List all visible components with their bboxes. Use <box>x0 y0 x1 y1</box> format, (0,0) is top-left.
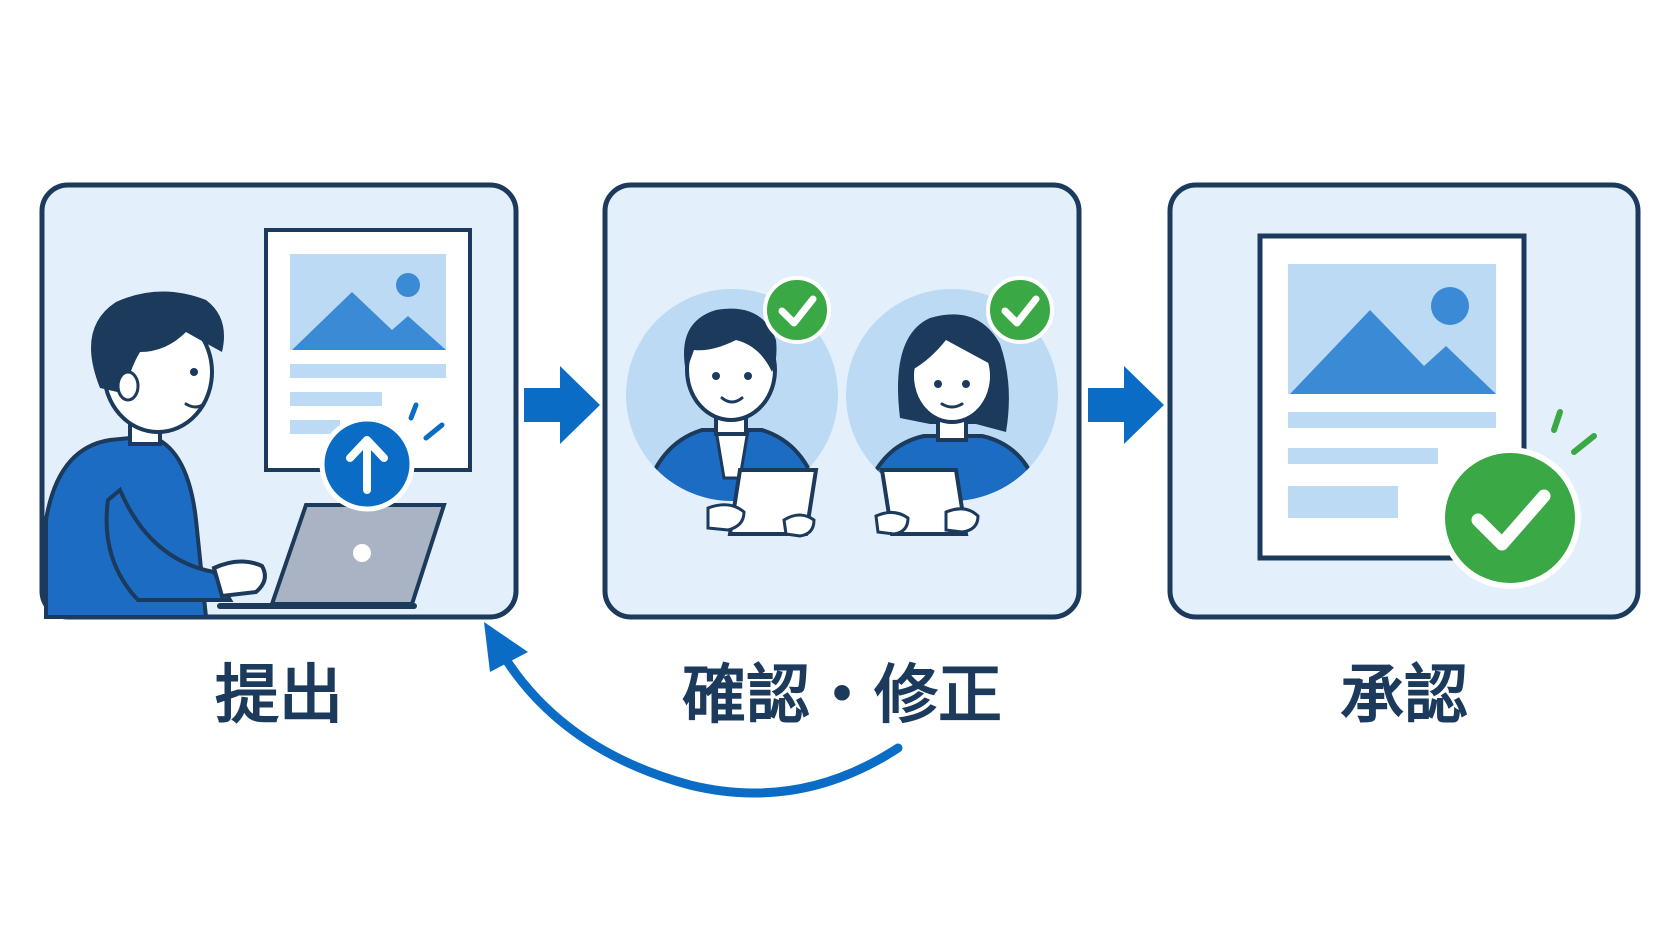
laptop-icon <box>217 503 447 609</box>
image-icon <box>1288 264 1496 394</box>
step-submit-label: 提出 <box>215 659 343 733</box>
document-icon <box>264 228 472 472</box>
forward-arrow-1 <box>524 366 600 444</box>
upload-arrow-icon <box>319 416 415 512</box>
step-approve <box>1167 182 1641 620</box>
person-icon <box>44 291 267 619</box>
forward-arrow-2 <box>1088 366 1164 444</box>
step-approve-label: 承認 <box>1340 659 1468 733</box>
reviewer-woman-icon <box>846 276 1058 536</box>
image-icon <box>290 254 446 350</box>
step-submit <box>39 182 519 620</box>
return-arrow-head <box>484 622 528 672</box>
check-badge-icon <box>986 276 1054 344</box>
check-badge-icon <box>763 276 831 344</box>
reviewer-man-icon <box>626 276 838 538</box>
sparkle-icon <box>408 402 445 441</box>
approval-check-icon <box>1439 447 1581 589</box>
step-review <box>602 182 1082 620</box>
step-review-label: 確認・修正 <box>682 659 1002 733</box>
return-arrow <box>484 622 903 798</box>
sparkle-icon <box>1551 409 1597 455</box>
